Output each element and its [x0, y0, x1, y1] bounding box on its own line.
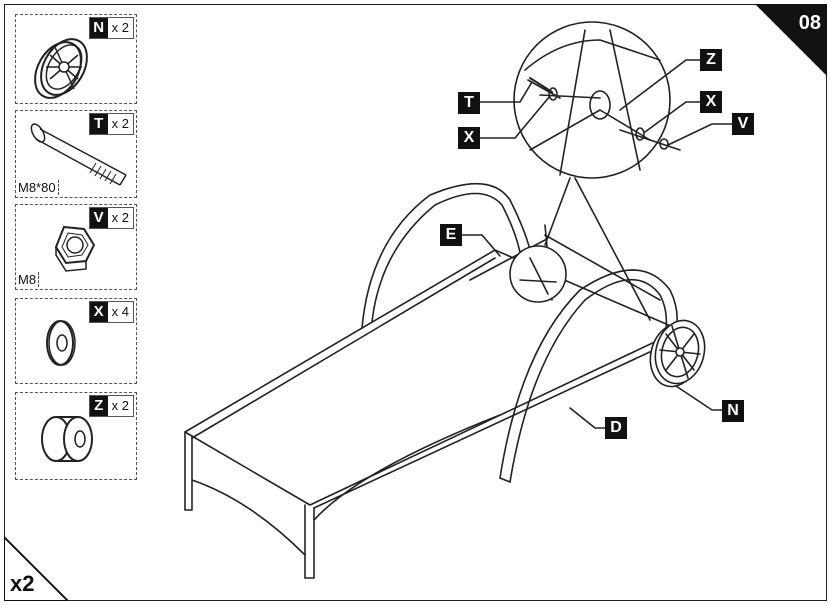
- part-letter: T: [89, 114, 108, 134]
- spacer-icon: [41, 416, 93, 462]
- part-letter: N: [89, 18, 108, 38]
- callout-v: V: [732, 113, 754, 135]
- back-crossbar: [544, 234, 661, 301]
- part-qty-tag: X x 4: [88, 301, 134, 323]
- callout-x-right: X: [700, 91, 722, 113]
- nut-icon: [54, 225, 96, 272]
- part-card-t: T x 2 M8*80: [15, 110, 137, 198]
- right-side-rail: [313, 337, 681, 509]
- diagram-frame: [4, 4, 827, 601]
- part-count: x 2: [111, 210, 129, 225]
- part-letter: X: [89, 302, 108, 322]
- part-card-n: N x 2: [15, 14, 137, 104]
- leader-e: [461, 234, 501, 257]
- part-count: x 2: [111, 398, 129, 413]
- part-qty-tag: Z x 2: [88, 395, 134, 417]
- leader-d: [569, 407, 606, 429]
- leader-n: [675, 385, 723, 411]
- washer-icon: [46, 320, 76, 366]
- part-qty-tag: T x 2: [88, 113, 134, 135]
- leader-x1: [479, 95, 551, 139]
- leader-t: [479, 81, 533, 103]
- bolt-icon: [30, 123, 127, 186]
- callout-x-left: X: [458, 127, 480, 149]
- left-side-rail: [191, 257, 496, 439]
- step-number: 08: [798, 12, 821, 34]
- callout-d: D: [605, 417, 627, 439]
- front-skirt-curve: [191, 479, 306, 556]
- front-right-leg: [304, 504, 315, 579]
- lounger-seat: [184, 249, 681, 506]
- part-size-label: M8: [18, 272, 40, 287]
- part-card-x: X x 4: [15, 298, 137, 384]
- callout-t: T: [458, 92, 480, 114]
- part-size-label: M8*80: [18, 180, 59, 195]
- backrest-arc-left-outer: [361, 182, 531, 329]
- part-count: x 4: [111, 304, 129, 319]
- side-skirt-curve: [313, 414, 501, 521]
- callout-e: E: [440, 224, 462, 246]
- part-letter: Z: [89, 396, 108, 416]
- part-card-z: Z x 2: [15, 392, 137, 480]
- part-letter: V: [89, 208, 108, 228]
- multiplier-label: x2: [10, 571, 35, 596]
- part-count: x 2: [111, 116, 129, 131]
- detail-circle-large: [513, 21, 671, 179]
- backrest-arc-right-inner: [509, 278, 668, 483]
- callout-n: N: [722, 400, 744, 422]
- leader-z: [619, 59, 701, 111]
- part-qty-tag: N x 2: [88, 17, 134, 39]
- callout-z: Z: [700, 49, 722, 71]
- front-left-leg: [184, 431, 193, 511]
- step-corner-shape: [755, 4, 827, 76]
- part-card-v: V x 2 M8: [15, 204, 137, 290]
- part-qty-tag: V x 2: [88, 207, 134, 229]
- wheel-icon: [34, 38, 88, 99]
- backrest-arc-right-outer: [499, 269, 678, 479]
- backrest-arc-left-inner: [371, 192, 521, 323]
- leader-v: [667, 123, 733, 146]
- leader-x2: [644, 101, 701, 133]
- part-count: x 2: [111, 20, 129, 35]
- step-badge: 08: [747, 4, 827, 84]
- multiplier-badge: x2: [3, 529, 76, 602]
